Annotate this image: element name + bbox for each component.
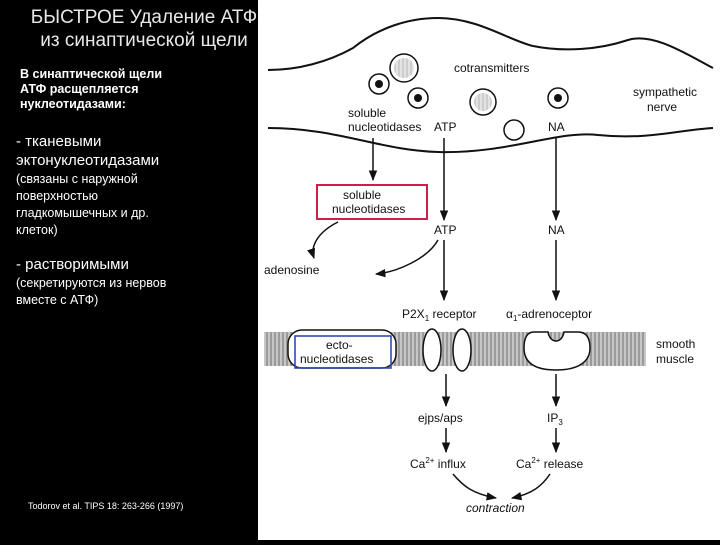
- sympathetic-nerve-label-line-1: sympathetic: [633, 85, 697, 99]
- vesicle-dense-core-right: [547, 87, 569, 109]
- bullet-tissue-desc-line-3: гладкомышечных и др.: [16, 206, 149, 220]
- soluble-nucleotidases-box-label-line-2: nucleotidases: [332, 202, 405, 216]
- atp-mid-label: ATP: [434, 223, 456, 237]
- bullet-tissue-desc-line-1: (связаны с наружной: [16, 172, 138, 186]
- ca-release-suffix: release: [540, 457, 583, 471]
- p2x-label-suffix: receptor: [429, 307, 476, 321]
- ca-influx-label: Ca2+ influx: [410, 456, 466, 471]
- ca-influx-superscript: 2+: [425, 456, 434, 465]
- na-top-label: NA: [548, 120, 565, 134]
- ecto-nucleotidases-label-line-2: nucleotidases: [300, 352, 373, 366]
- adenosine-label: adenosine: [264, 263, 320, 277]
- bullet-tissue-desc-line-2: поверхностью: [16, 189, 98, 203]
- ca-release-superscript: 2+: [531, 456, 540, 465]
- contraction-label: contraction: [466, 501, 525, 515]
- bullet-soluble-heading: - растворимыми: [16, 255, 246, 274]
- citation: Todorov et al. TIPS 18: 263-266 (1997): [28, 501, 184, 511]
- smooth-muscle-label-line-1: smooth: [656, 337, 695, 351]
- arrow-box-to-adenosine: [307, 221, 339, 259]
- slide-title: БЫСТРОЕ Удаление АТФ из синаптической ще…: [14, 6, 274, 52]
- bullet-tissue-heading-line-2: эктонуклеотидазами: [16, 152, 160, 169]
- vesicle-dense-core-center: [407, 87, 429, 109]
- ip3-label: IP3: [547, 411, 563, 427]
- vesicle-dotted-right: [469, 88, 497, 116]
- ca-influx-suffix: influx: [434, 457, 465, 471]
- arrow-ca-release-to-contraction: [510, 473, 551, 501]
- bullet-tissue-heading-line-1: - тканевыми: [16, 133, 102, 150]
- bullet-soluble-desc-line-1: (секретируются из нервов: [16, 276, 167, 290]
- soluble-nucleotidases-top-label-line-1: soluble: [348, 106, 386, 120]
- intro-line-3: нуклеотидазами:: [20, 97, 126, 111]
- ecto-nucleotidases-highlight-box: [294, 335, 392, 369]
- ca-release-label: Ca2+ release: [516, 456, 583, 471]
- p2x-label-main: P2X: [402, 307, 425, 321]
- alpha1-adrenoceptor-protein: [523, 331, 591, 371]
- title-line-2: из синаптической щели: [40, 30, 248, 51]
- ejps-aps-label: ejps/aps: [418, 411, 463, 425]
- p2x-channel-right-subunit: [452, 328, 472, 372]
- ecto-nucleotidases-label-line-1: ecto-: [326, 338, 353, 352]
- bullet-soluble-desc-line-2: вместе с АТФ): [16, 293, 99, 307]
- intro-text: В синаптической щели АТФ расщепляется ну…: [20, 67, 240, 112]
- p2x-label-subscript: 1: [425, 314, 430, 323]
- bullet-tissue-description: (связаны с наружной поверхностью гладком…: [16, 171, 246, 239]
- title-line-1: БЫСТРОЕ Удаление АТФ: [30, 7, 258, 28]
- intro-line-1: В синаптической щели: [20, 67, 162, 81]
- nerve-terminal-upper-membrane: [267, 16, 714, 71]
- alpha-adrenoceptor-label: α1-adrenoceptor: [506, 307, 592, 323]
- ip3-label-subscript: 3: [558, 418, 563, 427]
- alpha-label-suffix: -adrenoceptor: [517, 307, 592, 321]
- alpha-label-subscript: 1: [513, 314, 518, 323]
- sympathetic-nerve-label-line-2: nerve: [647, 100, 677, 114]
- vesicle-large-dotted: [389, 53, 419, 83]
- arrow-atp-to-adenosine: [374, 239, 439, 278]
- synapse-diagram-svg: cotransmitters sympathetic nerve soluble…: [264, 16, 714, 515]
- nerve-terminal-lower-membrane: [267, 127, 714, 154]
- vesicle-dense-core-left: [368, 73, 390, 95]
- bullet-tissue-desc-line-4: клеток): [16, 223, 58, 237]
- na-mid-label: NA: [548, 223, 565, 237]
- ca-influx-main: Ca: [410, 457, 426, 471]
- ip3-label-main: IP: [547, 411, 558, 425]
- soluble-nucleotidases-top-label-line-2: nucleotidases: [348, 120, 421, 134]
- bullet-soluble-heading-line-1: - растворимыми: [16, 256, 129, 273]
- p2x-receptor-label: P2X1 receptor: [402, 307, 477, 323]
- intro-line-2: АТФ расщепляется: [20, 82, 139, 96]
- soluble-nucleotidases-box-label-line-1: soluble: [343, 188, 381, 202]
- bullet-tissue-heading: - тканевыми эктонуклеотидазами: [16, 132, 246, 170]
- soluble-nucleotidases-highlight-box: [316, 184, 428, 220]
- p2x-channel-left-subunit: [422, 328, 442, 372]
- vesicle-empty: [503, 119, 525, 141]
- atp-top-label: ATP: [434, 120, 456, 134]
- smooth-muscle-label-line-2: muscle: [656, 352, 694, 366]
- arrow-ca-influx-to-contraction: [452, 473, 498, 501]
- synapse-diagram: cotransmitters sympathetic nerve soluble…: [258, 0, 720, 540]
- alpha-label-main: α: [506, 307, 513, 321]
- cotransmitters-label: cotransmitters: [454, 61, 529, 75]
- bullet-soluble-description: (секретируются из нервов вместе с АТФ): [16, 275, 246, 309]
- ca-release-main: Ca: [516, 457, 532, 471]
